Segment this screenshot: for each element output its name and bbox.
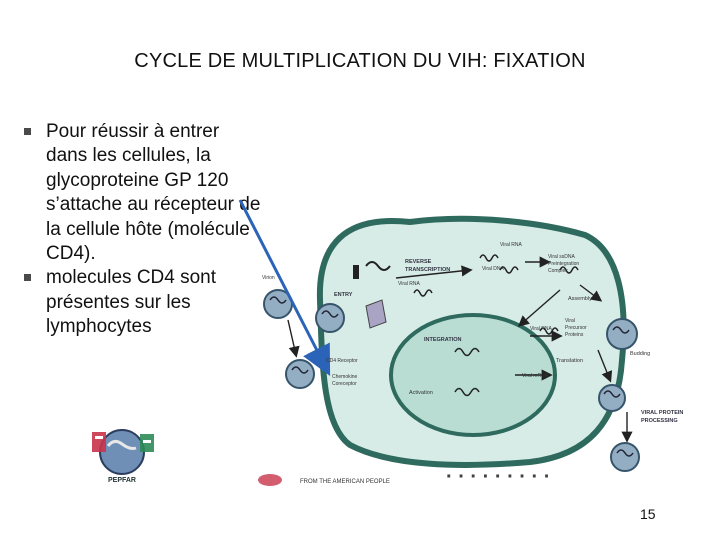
label-chemokine-1: Chemokine xyxy=(332,374,358,380)
label-reverse: REVERSE xyxy=(405,259,432,265)
slide-number: 15 xyxy=(640,506,656,522)
label-viral-rna-top: Viral RNA xyxy=(500,242,523,248)
bullet-text: molecules CD4 sont présentes sur les lym… xyxy=(46,267,217,338)
virion-fusing xyxy=(315,303,345,333)
viral-rna-squiggle xyxy=(539,327,559,335)
label-processing-1: VIRAL PROTEIN xyxy=(641,410,683,416)
receptor-icon xyxy=(353,261,391,279)
bullet-item: Pour réussir à entrer dans les cellules,… xyxy=(24,120,264,266)
label-assembly: Assembly xyxy=(568,296,592,302)
label-precursor-1: Viral xyxy=(565,318,575,324)
label-viral-rna-mid-right: Viral RNA xyxy=(530,326,553,332)
bullet-item: molecules CD4 sont présentes sur les lym… xyxy=(24,266,264,339)
label-pic-3: Complex xyxy=(548,268,568,274)
virion-released xyxy=(598,384,626,412)
label-pic-2: Preintegration xyxy=(548,261,579,267)
flow-arrow xyxy=(579,284,603,302)
pepfar-label: PEPFAR xyxy=(108,477,136,484)
bullet-list: Pour réussir à entrer dans les cellules,… xyxy=(24,120,264,340)
bullet-square-icon xyxy=(24,274,31,282)
pointer-arrow xyxy=(238,199,331,377)
label-processing-2: PROCESSING xyxy=(641,418,678,424)
label-translation: Translation xyxy=(556,358,583,364)
label-viral-mrna: Viral mRNA xyxy=(522,373,549,379)
label-precursor-2: Precursor xyxy=(565,325,587,331)
slide-title: CYCLE DE MULTIPLICATION DU VIH: FIXATION xyxy=(134,50,586,72)
viral-rna-squiggle xyxy=(559,266,579,274)
label-viral-dna: Viral DNA xyxy=(482,266,505,272)
label-entry: ENTRY xyxy=(334,292,353,298)
label-cd4-receptor: CD4 Receptor xyxy=(326,358,358,364)
viral-dna-squiggle xyxy=(454,347,480,357)
cropped-heading-fragment: · · · · · · · · · xyxy=(446,466,550,488)
viral-capsid xyxy=(365,299,387,329)
label-activation: Activation xyxy=(409,390,433,396)
virion-budding xyxy=(606,318,638,350)
cell-nucleus xyxy=(389,313,557,437)
flow-arrow xyxy=(287,319,300,358)
bullet-square-icon xyxy=(24,128,31,135)
bullet-text: Pour réussir à entrer dans les cellules,… xyxy=(46,121,261,265)
viral-dna-squiggle xyxy=(454,387,480,397)
label-virion: Virion xyxy=(262,275,275,281)
usaid-tagline: FROM THE AMERICAN PEOPLE xyxy=(300,479,390,485)
usaid-logo xyxy=(258,474,282,486)
flow-arrow xyxy=(517,289,561,327)
label-chemokine-2: Coreceptor xyxy=(332,381,357,387)
label-budding: Budding xyxy=(630,351,650,357)
viral-dna-squiggle xyxy=(499,266,519,274)
label-pic-1: Viral ssDNA xyxy=(548,254,576,260)
virion-mature xyxy=(610,442,640,472)
label-integration: INTEGRATION xyxy=(424,337,462,343)
viral-rna-squiggle xyxy=(413,289,433,297)
label-precursor-3: Proteins xyxy=(565,332,584,338)
virion-attaching xyxy=(285,359,315,389)
label-viral-rna-entry: Viral RNA xyxy=(398,281,421,287)
flow-arrow xyxy=(395,265,473,279)
viral-rna-squiggle xyxy=(479,254,499,262)
pepfar-logo: PEPFAR xyxy=(92,429,154,484)
flow-arrow xyxy=(597,349,613,383)
label-transcription: TRANSCRIPTION xyxy=(405,267,450,273)
